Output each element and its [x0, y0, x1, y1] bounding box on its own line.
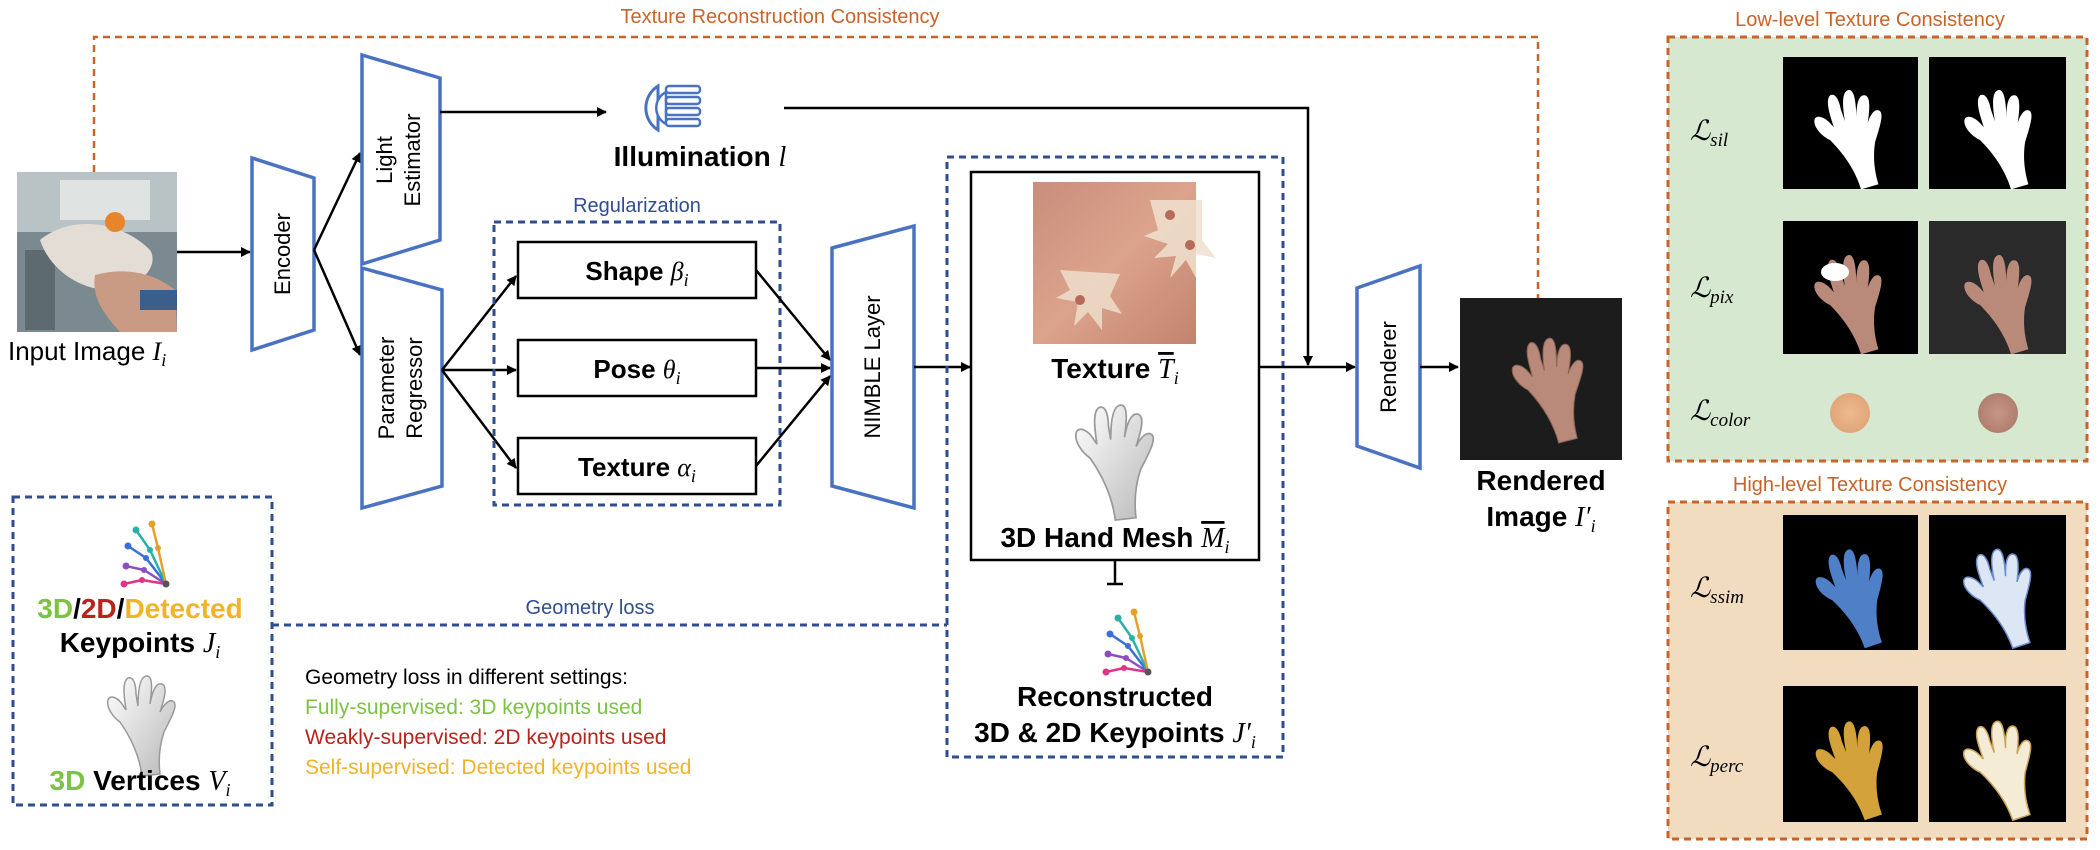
keypoint-types-label: 3D/2D/Detected	[37, 593, 242, 624]
encoder-label: Encoder	[270, 213, 295, 295]
regularization-box	[492, 220, 782, 507]
texture-param-label: Texture αi	[578, 452, 696, 486]
ground-truth-box	[11, 495, 274, 807]
loss-pix-label: ℒpix	[1690, 273, 1734, 308]
gt-keypoints-skeleton	[119, 519, 171, 589]
vertices-label: 3D Vertices Vi	[50, 765, 231, 800]
texture-param-box	[516, 436, 758, 496]
pose-param-label: Pose θi	[593, 354, 680, 388]
low-level-title: Low-level Texture Consistency	[1735, 9, 2005, 31]
gt-vertices-hand-image	[106, 675, 176, 777]
parameter-regressor-label: Parameter	[374, 337, 399, 440]
arrow-illumination-renderer	[784, 106, 1313, 366]
color-predicted-swatch	[1830, 393, 1870, 433]
rendered-image-label-2: Image I′i	[1486, 501, 1595, 536]
setting-fully-supervised: Fully-supervised: 3D keypoints used	[305, 696, 642, 719]
input-image	[17, 172, 177, 332]
parameter-regressor-label-2: Regressor	[402, 337, 427, 438]
light-estimator-label: Light	[372, 136, 397, 184]
arrow-regressor-shape	[441, 275, 517, 371]
hand-mesh-label: 3D Hand Mesh Mi	[1000, 522, 1229, 557]
ssim-predicted-image	[1783, 515, 1918, 656]
loss-ssim-label: ℒssim	[1690, 573, 1744, 608]
illumination-icon	[644, 83, 702, 133]
texture-map-image	[1033, 182, 1216, 344]
arrow-shape-nimble	[755, 269, 831, 361]
loss-perc-label: ℒperc	[1690, 742, 1744, 777]
reconstructed-label: Reconstructed	[1017, 681, 1213, 712]
perc-predicted-image	[1783, 686, 1918, 828]
light-estimator-label-2: Estimator	[400, 114, 425, 207]
nimble-layer-block	[830, 223, 916, 511]
shape-param-label: Shape βi	[585, 256, 688, 290]
loss-color-label: ℒcolor	[1690, 396, 1751, 431]
pix-predicted-image	[1783, 221, 1918, 361]
rendered-image	[1460, 298, 1622, 460]
pose-param-box	[516, 338, 758, 398]
ssim-target-image	[1929, 515, 2066, 657]
encoder-block	[250, 155, 316, 353]
high-level-title: High-level Texture Consistency	[1733, 474, 2007, 496]
perc-target-image	[1929, 686, 2066, 829]
texture-reconstruction-label: Texture Reconstruction Consistency	[620, 6, 939, 28]
output-box	[945, 155, 1285, 759]
geometry-loss-label: Geometry loss	[526, 597, 655, 619]
reconstructed-keypoints-label: 3D & 2D Keypoints J′i	[974, 717, 1256, 752]
reconstructed-keypoints-skeleton	[1101, 607, 1153, 677]
regularization-label: Regularization	[573, 195, 701, 217]
settings-title: Geometry loss in different settings:	[305, 666, 628, 689]
renderer-block	[1355, 263, 1422, 471]
nimble-layer-label: NIMBLE Layer	[860, 295, 885, 438]
light-estimator-block	[360, 52, 442, 267]
sil-target-image	[1929, 57, 2066, 196]
pix-target-image	[1929, 221, 2066, 361]
loss-sil-label: ℒsil	[1690, 116, 1728, 151]
illumination-label: Illumination l	[614, 141, 787, 173]
parameter-regressor-block	[360, 265, 444, 511]
arrow-texture-nimble	[755, 375, 831, 467]
arrow-regressor-texture	[441, 369, 517, 469]
arrow-encoder-regressor	[312, 249, 362, 356]
keypoints-label: Keypoints Ji	[60, 627, 221, 662]
setting-self-supervised: Self-supervised: Detected keypoints used	[305, 756, 691, 779]
texture-output-label: Texture Ti	[1051, 353, 1178, 388]
texture-reconstruction-loop	[92, 35, 1540, 298]
rendered-image-label: Rendered	[1476, 465, 1605, 496]
renderer-label: Renderer	[1376, 321, 1401, 413]
sil-predicted-image	[1783, 57, 1918, 196]
arrow-encoder-light	[312, 152, 362, 251]
setting-weakly-supervised: Weakly-supervised: 2D keypoints used	[305, 726, 666, 749]
color-target-swatch	[1978, 393, 2018, 433]
input-image-label: Input Image Ii	[8, 336, 166, 370]
